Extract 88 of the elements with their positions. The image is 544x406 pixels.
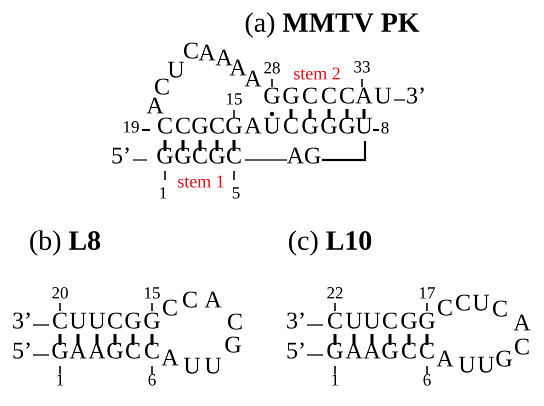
nucleotide-letter: U [472, 294, 490, 311]
nucleotide-letter: U [374, 88, 392, 104]
nucleotide-letter: G [175, 148, 191, 164]
nucleotide-letter: A [244, 70, 262, 86]
nucleotide-letter: G [327, 342, 343, 359]
position-number: 8 [381, 122, 389, 134]
nucleotide-letter: 3’ [407, 87, 424, 104]
position-number: 22 [327, 287, 343, 298]
nucleotide-letter: C [340, 88, 354, 104]
nucleotide-letter: G [419, 312, 435, 329]
nucleotide-letter: G [157, 148, 173, 164]
nucleotide-letter: G [264, 88, 280, 104]
nucleotide-letter: A [356, 88, 372, 104]
position-number: 17 [420, 287, 435, 298]
position-number: 19 [124, 121, 139, 133]
nucleotide-letter: C [303, 88, 317, 104]
title-text: (c) L10 [289, 230, 372, 256]
position-number: 20 [52, 287, 68, 299]
nucleotide-letter: U [458, 356, 476, 373]
nucleotide-letter: AG [286, 148, 321, 164]
nucleotide-letter: G [209, 148, 225, 164]
nucleotide-letter: G [144, 312, 160, 329]
nucleotide-letter: U [478, 356, 494, 373]
nucleotide-letter: C [456, 294, 470, 311]
nucleotide-letter: C [515, 338, 529, 355]
title-text: (a) MMTV PK [246, 12, 420, 38]
title-text: (b) L8 [30, 230, 100, 256]
nucleotide-letter: U [88, 312, 106, 329]
nucleotide-letter: U [264, 118, 280, 134]
stem-label: stem 2 [294, 68, 340, 80]
nucleotide-letter: C [176, 118, 190, 134]
nucleotide-letter: U [184, 358, 200, 374]
position-number: 15 [227, 93, 242, 105]
stem-label: stem 1 [178, 176, 224, 188]
position-number: 15 [145, 287, 160, 299]
nucleotide-letter: C [383, 312, 397, 329]
nucleotide-letter: C [108, 312, 122, 329]
position-number: 6 [424, 374, 431, 386]
position-number: 1 [332, 374, 338, 386]
nucleotide-letter: C [155, 78, 169, 95]
nucleotide-letter: U [168, 62, 184, 78]
nucleotide-letter: G [382, 342, 398, 359]
nucleotide-letter: U [346, 312, 362, 329]
position-number: 5 [232, 187, 240, 199]
nucleotide-letter: C [328, 312, 342, 329]
nucleotide-letter: A [198, 44, 216, 60]
nucleotide-letter: A [436, 350, 454, 366]
position-number: 28 [264, 62, 280, 74]
nucleotide-letter: C [184, 42, 198, 59]
nucleotide-letter: C [183, 292, 197, 308]
nucleotide-letter: 3’ [287, 312, 304, 329]
nucleotide-letter: G [225, 336, 241, 353]
nucleotide-letter: U [364, 312, 380, 329]
nucleotide-letter: A [146, 98, 164, 114]
nucleotide-letter: U [70, 312, 86, 329]
nucleotide-letter: 5’ [287, 342, 304, 359]
nucleotide-letter: C [53, 312, 67, 329]
nucleotide-letter: G [302, 118, 318, 134]
nucleotide-letter: U [356, 118, 372, 134]
nucleotide-letter: 5’ [13, 342, 30, 359]
position-number: 33 [354, 61, 370, 73]
nucleotide-letter: G [401, 312, 417, 329]
nucleotide-letter: G [107, 342, 123, 359]
position-number: 1 [57, 374, 64, 386]
nucleotide-letter: C [210, 118, 224, 134]
nucleotide-letter: C [322, 88, 336, 104]
nucleotide-letter: A [204, 292, 222, 308]
nucleotide-letter: G [226, 118, 242, 134]
nucleotide-letter: G [283, 88, 299, 104]
nucleotide-letter: G [496, 350, 512, 367]
nucleotide-letter: G [321, 118, 337, 134]
nucleotide-letter: 3’ [13, 312, 30, 329]
nucleotide-letter: G [125, 312, 141, 329]
position-number: 6 [148, 374, 156, 386]
nucleotide-letter: A [244, 118, 262, 134]
nucleotide-letter: G [339, 118, 355, 134]
nucleotide-letter: C [163, 300, 177, 316]
nucleotide-letter: C [158, 118, 172, 134]
nucleotide-letter: U [204, 358, 222, 374]
nucleotide-letter: G [52, 342, 68, 359]
nucleotide-letter: A [162, 350, 178, 366]
nucleotide-letter: G [192, 118, 208, 134]
nucleotide-letter: A [514, 314, 530, 330]
position-number: 1 [160, 187, 166, 198]
nucleotide-letter: 5’ [112, 147, 129, 164]
nucleotide-letter: C [228, 314, 242, 330]
nucleotide-letter: C [493, 300, 507, 317]
nucleotide-letter: C [438, 300, 452, 316]
